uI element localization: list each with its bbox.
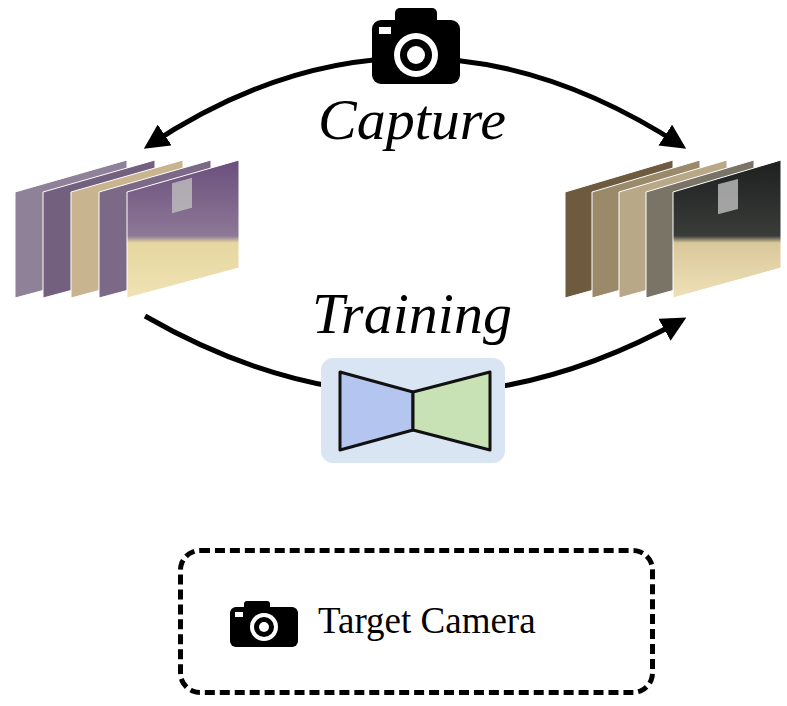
output-image-stack xyxy=(565,160,781,298)
stage-label: Capture xyxy=(318,88,506,152)
photo-detail xyxy=(172,178,192,213)
camera-icon xyxy=(230,601,298,647)
input-image-stack xyxy=(15,160,239,298)
node-label: Target Camera xyxy=(318,601,536,642)
target-box: Target Camera xyxy=(178,548,655,695)
photo-frame xyxy=(673,160,781,298)
photo-detail xyxy=(718,179,738,214)
photo-frame xyxy=(127,160,239,298)
network-model xyxy=(321,358,505,463)
camera-icon xyxy=(372,8,460,84)
stage-label: Training xyxy=(312,282,512,346)
